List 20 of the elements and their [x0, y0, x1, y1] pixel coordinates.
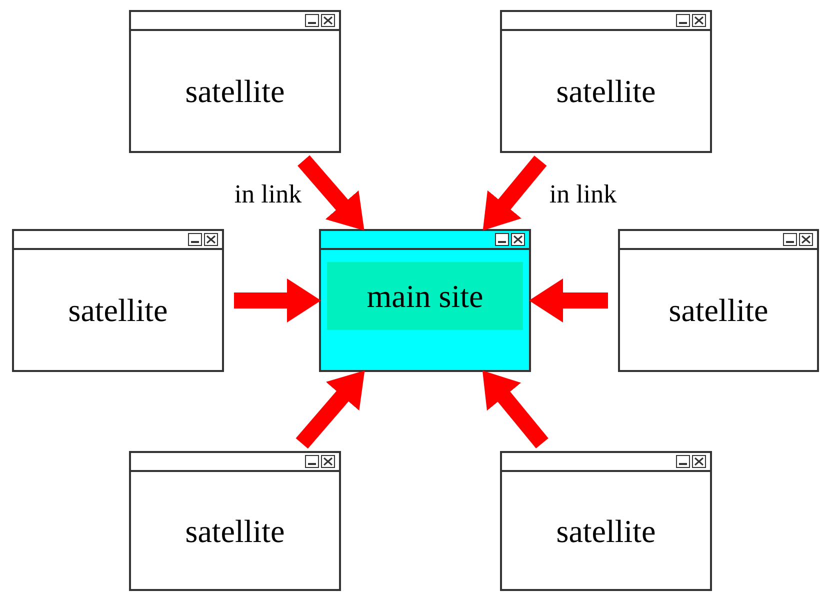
window-box: [500, 451, 712, 591]
satellite-label: satellite: [668, 291, 768, 330]
arrow: [482, 156, 547, 231]
satellite-label: satellite: [68, 291, 168, 330]
satellite-label: satellite: [556, 72, 656, 111]
satellite-label: satellite: [185, 512, 285, 550]
window-box: [618, 229, 819, 372]
arrow: [296, 370, 365, 449]
window-box: [500, 10, 712, 153]
arrow: [529, 278, 608, 322]
main-window: [319, 229, 531, 372]
window-box: [12, 229, 224, 372]
window-box: [129, 10, 341, 153]
arrow: [482, 370, 548, 448]
site-label: main site: [327, 262, 523, 330]
satellite-label: satellite: [185, 72, 285, 111]
window-box: [129, 451, 341, 591]
satellite-label: satellite: [556, 512, 656, 550]
arrow: [298, 155, 364, 230]
arrow: [234, 278, 321, 322]
